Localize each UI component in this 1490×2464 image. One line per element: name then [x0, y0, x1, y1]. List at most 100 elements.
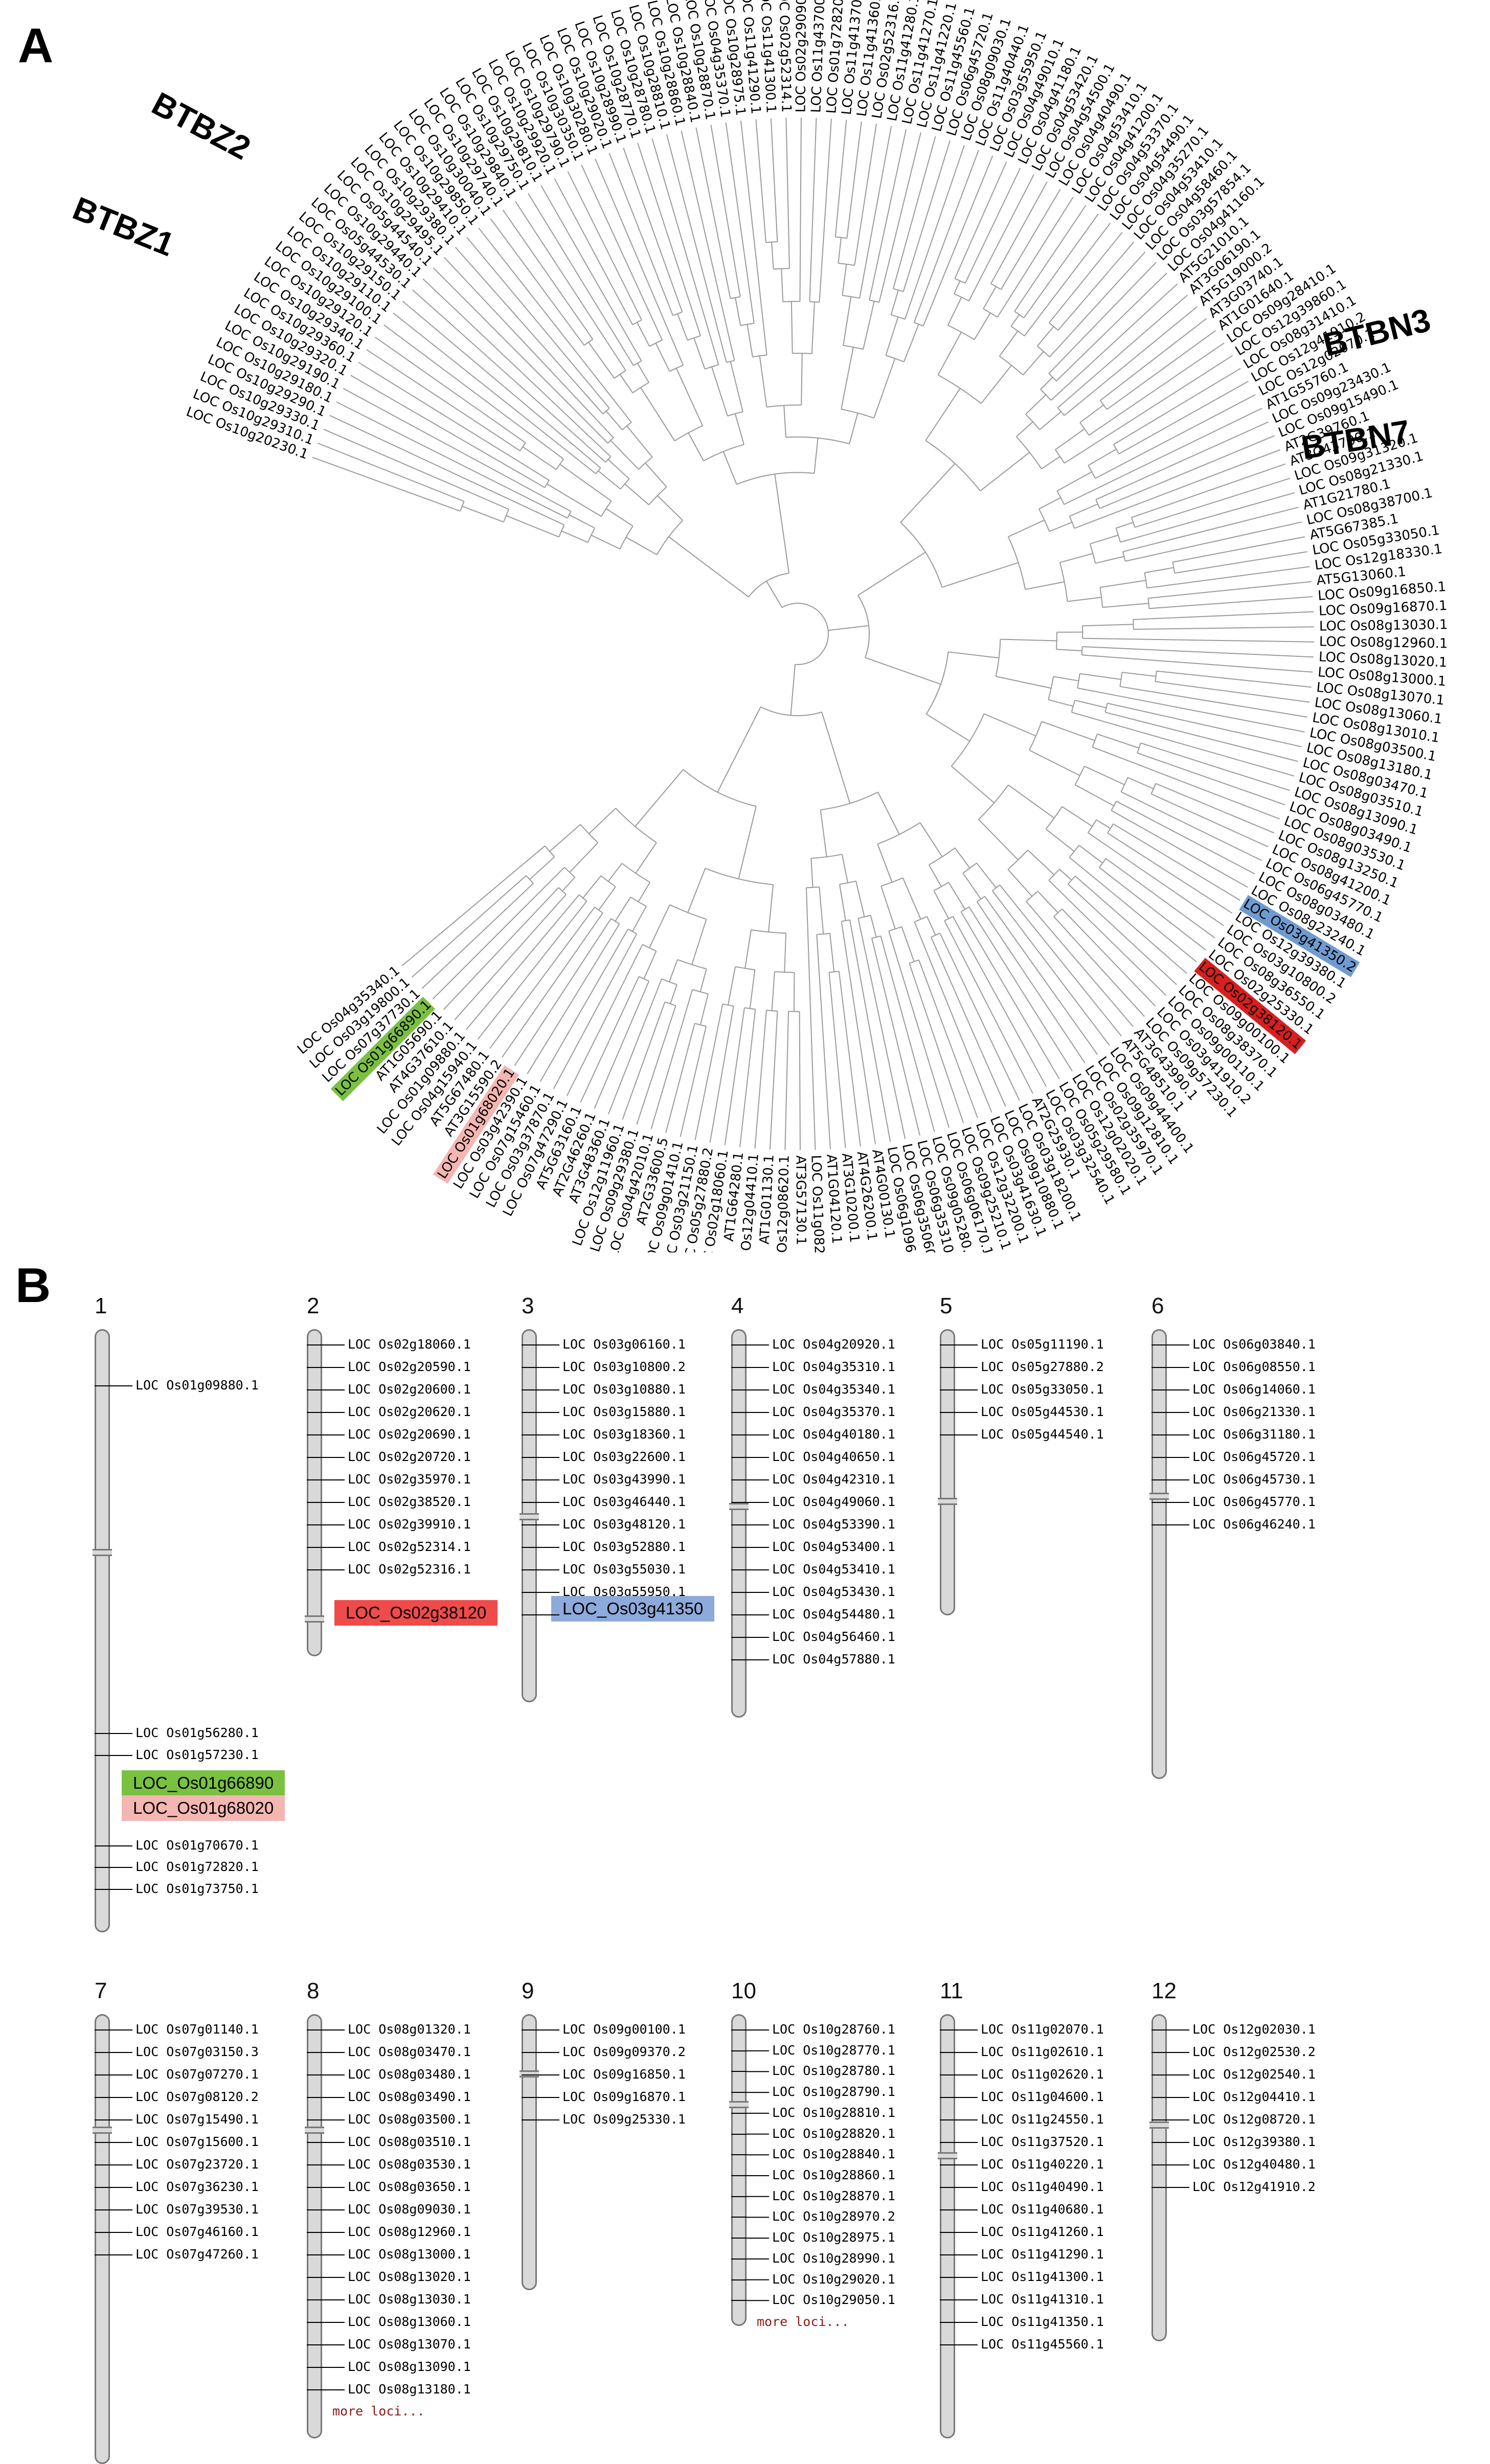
tree-internal-branch [1051, 389, 1064, 400]
tree-internal-branch [1024, 325, 1033, 336]
tree-terminal-branch [909, 963, 963, 1123]
tree-internal-branch [975, 313, 990, 339]
locus-tick [940, 2209, 955, 2210]
locus-label: LOC Os10g28820.1 [772, 2126, 895, 2141]
locus-tick [307, 2029, 322, 2030]
locus-label: LOC Os08g03490.1 [348, 2089, 471, 2105]
locus-tick [307, 2344, 322, 2345]
tree-internal-branch [1025, 582, 1064, 589]
tree-internal-branch [589, 808, 616, 834]
tree-internal-branch [615, 897, 630, 921]
tree-terminal-branch [540, 929, 628, 1081]
locus-tick [95, 1385, 110, 1386]
locus-tick [1152, 2029, 1167, 2030]
locus-tick [731, 1389, 747, 1390]
tree-terminal-branch [1114, 369, 1240, 445]
tree-internal-branch [717, 707, 760, 792]
locus-tick [522, 1389, 537, 1390]
tree-terminal-branch [594, 981, 649, 1108]
locus-label: LOC Os06g21330.1 [1192, 1404, 1316, 1420]
tree-internal-branch [979, 819, 1018, 860]
tree-internal-branch [620, 374, 633, 393]
locus-tick [1152, 1479, 1167, 1480]
tree-terminal-branch [393, 313, 596, 474]
tree-terminal-branch [755, 1010, 766, 1148]
tree-internal-branch [1075, 785, 1114, 806]
tree-internal-branch [925, 389, 960, 441]
locus-label: LOC Os11g45560.1 [981, 2337, 1104, 2352]
tree-internal-branch [842, 264, 846, 295]
locus-label: LOC Os10g28770.1 [772, 2043, 895, 2058]
locus-tick [1152, 2074, 1167, 2075]
tree-terminal-branch [1103, 721, 1294, 776]
tree-internal-branch [1070, 504, 1098, 516]
locus-label: LOC Os01g57230.1 [136, 1747, 259, 1763]
tree-terminal-branch [422, 883, 533, 988]
locus-label: LOC Os12g41910.2 [1192, 2179, 1316, 2195]
tree-internal-branch [929, 865, 941, 887]
locus-tick [940, 1434, 955, 1435]
tree-internal-branch [633, 906, 646, 931]
tree-internal-branch [1080, 674, 1121, 679]
chromosome-body [95, 2014, 110, 2464]
locus-label: LOC Os08g03500.1 [348, 2112, 471, 2127]
tree-internal-branch [1053, 677, 1079, 681]
tree-terminal-branch [1100, 436, 1275, 508]
tree-terminal-branch [652, 139, 709, 333]
locus-label: LOC Os07g03150.3 [136, 2044, 259, 2060]
locus-tick [522, 1457, 537, 1458]
more-loci-link[interactable]: more loci... [332, 2404, 425, 2419]
locus-label: LOC Os11g41300.1 [981, 2269, 1104, 2285]
locus-label: LOC Os08g13020.1 [348, 2269, 471, 2285]
locus-label: LOC Os03g22600.1 [562, 1449, 686, 1465]
locus-tick [731, 2238, 747, 2239]
tree-internal-branch [530, 857, 554, 879]
tree-internal-branch [641, 387, 674, 441]
locus-label: LOC Os10g29020.1 [772, 2272, 895, 2287]
locus-tick [731, 2217, 747, 2218]
tree-leaf: LOC Os02g29090.1 [793, 0, 809, 112]
tree-internal-branch [1040, 412, 1061, 429]
tree-internal-branch [769, 885, 773, 932]
locus-tick [95, 2254, 110, 2255]
more-loci-link[interactable]: more loci... [757, 2314, 849, 2329]
tree-internal-branch [599, 887, 616, 910]
tree-terminal-branch [1011, 197, 1073, 296]
locus-label: LOC Os08g03510.1 [348, 2134, 471, 2150]
tree-terminal-branch [423, 279, 611, 457]
locus-tick [95, 2187, 110, 2188]
locus-label: LOC Os12g08720.1 [1192, 2112, 1316, 2127]
locus-tick [1152, 1344, 1167, 1345]
tree-internal-branch [1000, 331, 1018, 356]
tree-terminal-branch [829, 972, 846, 1148]
tree-terminal-branch [1001, 189, 1060, 289]
locus-label: LOC Os10g28840.1 [772, 2147, 895, 2162]
chromosome-number: 8 [307, 1978, 319, 2004]
locus-label: LOC Os06g08550.1 [1192, 1359, 1316, 1375]
tree-terminal-branch [1092, 876, 1196, 962]
locus-tick [940, 2187, 955, 2188]
locus-label: LOC Os08g13070.1 [348, 2337, 471, 2352]
locus-tick [307, 2119, 322, 2120]
locus-tick [940, 2254, 955, 2255]
locus-label: LOC Os04g56460.1 [772, 1629, 895, 1645]
tree-terminal-branch [953, 917, 1046, 1087]
locus-label: LOC Os07g08120.2 [136, 2089, 259, 2105]
tree-internal-branch [981, 366, 1011, 404]
tree-internal-branch [806, 888, 808, 935]
map-highlight-os02g38120: LOC_Os02g38120 [334, 1600, 498, 1626]
tree-terminal-branch [1099, 868, 1206, 950]
locus-label: LOC Os11g41350.1 [981, 2314, 1104, 2330]
locus-tick [307, 1479, 322, 1480]
tree-internal-branch [1072, 712, 1103, 721]
locus-tick [940, 1344, 955, 1345]
tree-internal-branch [649, 905, 670, 948]
locus-tick [307, 1457, 322, 1458]
locus-label: LOC Os04g57880.1 [772, 1652, 895, 1667]
locus-label: LOC Os10g28760.1 [772, 2022, 895, 2037]
tree-terminal-branch [681, 1026, 706, 1137]
locus-label: LOC Os06g45770.1 [1192, 1494, 1316, 1510]
tree-internal-branch [858, 552, 925, 595]
locus-label: LOC Os03g43990.1 [562, 1472, 686, 1487]
locus-label: LOC Os02g52314.1 [348, 1539, 471, 1555]
